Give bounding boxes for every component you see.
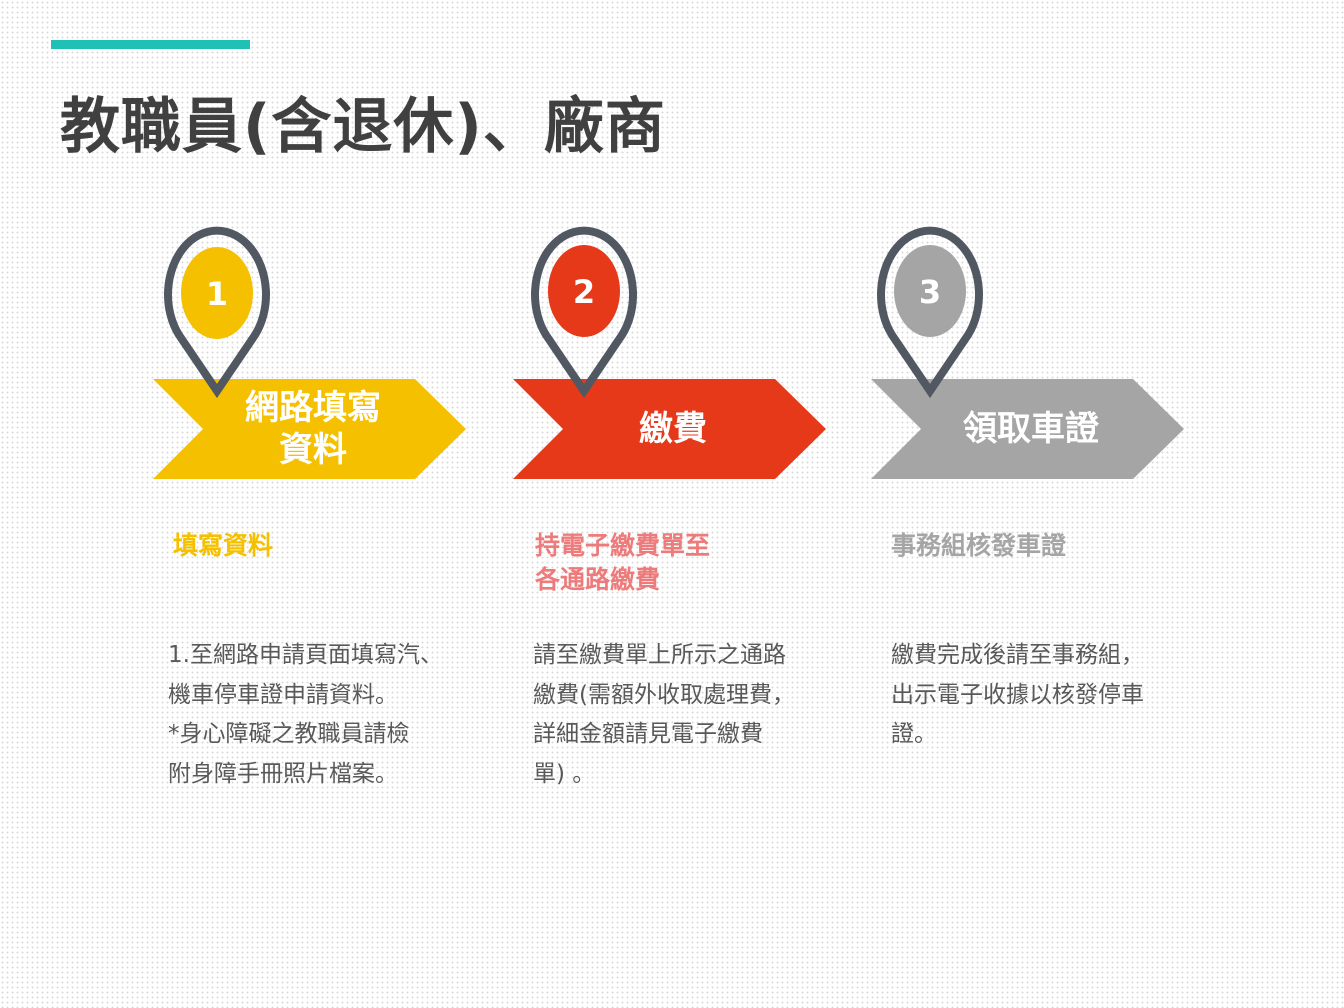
location-pin-icon: 3 <box>877 226 983 399</box>
step-number: 3 <box>919 273 941 311</box>
step-number: 1 <box>206 275 228 313</box>
arrow-label: 網路填寫 資料 <box>245 388 381 470</box>
step-heading: 持電子繳費單至 各通路繳費 <box>535 531 711 594</box>
location-pin-icon: 2 <box>531 226 637 399</box>
chevron-arrow <box>513 379 826 479</box>
step-description: 請至繳費單上所示之通路 繳費(需額外收取處理費， 詳細金額請見電子繳費 單) 。 <box>533 642 795 787</box>
process-step-1: 網路填寫 資料 1 填寫資料 1.至網路申請頁面填寫汽、 機車停車證申請資料。 … <box>153 0 513 1008</box>
process-step-2: 繳費 2 持電子繳費單至 各通路繳費 請至繳費單上所示之通路 繳費(需額外收取處… <box>513 0 873 1008</box>
step-heading: 事務組核發車證 <box>891 531 1067 560</box>
location-pin-icon: 1 <box>164 226 270 399</box>
process-step-3: 領取車證 3 事務組核發車證 繳費完成後請至事務組， 出示電子收據以核發停車 證… <box>871 0 1231 1008</box>
chevron-arrow <box>871 379 1184 479</box>
arrow-label: 領取車證 <box>963 409 1099 449</box>
accent-bar <box>51 40 250 49</box>
arrow-label: 繳費 <box>639 409 707 449</box>
step-description: 繳費完成後請至事務組， 出示電子收據以核發停車 證。 <box>891 642 1144 747</box>
step-number: 2 <box>573 273 595 311</box>
chevron-arrow <box>153 379 466 479</box>
step-heading: 填寫資料 <box>173 531 274 560</box>
step-description: 1.至網路申請頁面填寫汽、 機車停車證申請資料。 *身心障礙之教職員請檢 附身障… <box>168 642 443 787</box>
page-title: 教職員(含退休)、廠商 <box>60 92 666 162</box>
